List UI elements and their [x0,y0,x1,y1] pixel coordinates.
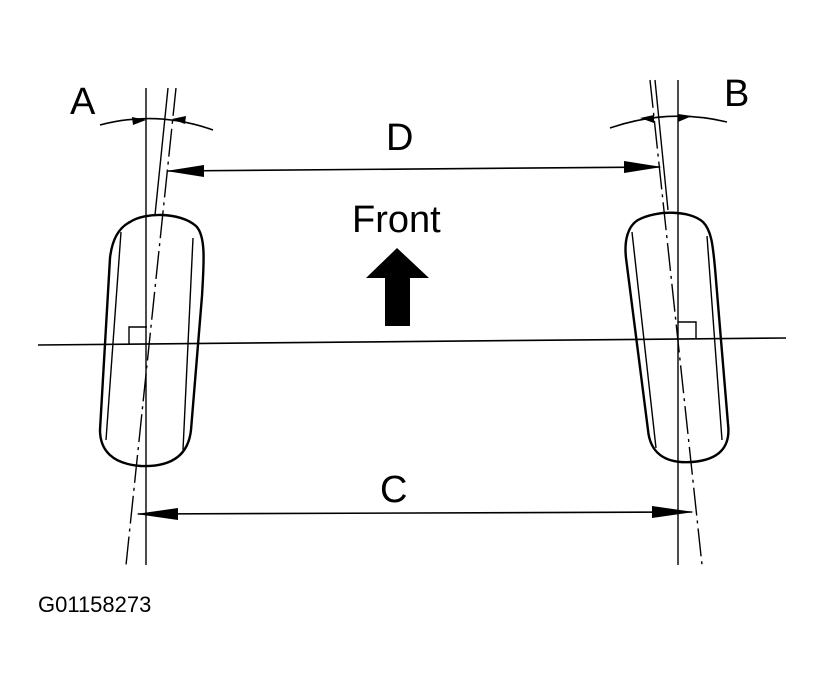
left-wheel-center-line [125,87,177,566]
left-wheel-center-line-upper [154,87,169,216]
dimension-c [136,506,694,520]
right-tire [624,211,730,464]
angle-b-arrowhead-right [678,114,692,122]
left-right-angle-marker [128,326,147,344]
label-c: C [380,469,407,511]
label-b: B [724,73,749,115]
left-wheel [98,87,214,566]
right-tire-tread-inner [706,235,723,441]
left-tire-tread [105,231,122,441]
right-tire-tread [631,231,657,449]
dimension-c-arrowhead-right [652,506,694,518]
axle-line [37,337,787,346]
right-wheel-center-line-upper [654,79,669,211]
dimension-d-arrowhead-right [624,161,662,173]
right-wheel [609,79,730,566]
right-right-angle-marker [678,321,697,338]
angle-a-arrowhead-right [172,116,186,124]
dimension-d [166,161,662,177]
angle-a-arc [99,117,214,131]
angle-a-arrowhead-left [132,117,146,125]
label-front: Front [352,199,441,241]
left-tire-tread-inner [182,237,194,451]
arrow-up-icon [366,248,429,326]
dimension-d-arrowhead-left [166,165,204,177]
dimension-c-arrowhead-left [136,508,178,520]
angle-b-arc [609,115,728,129]
left-tire [98,213,205,468]
angle-b-arrowhead-left [640,115,654,123]
label-d: D [386,117,413,159]
label-a: A [70,81,96,123]
figure-id: G01158273 [38,592,151,617]
